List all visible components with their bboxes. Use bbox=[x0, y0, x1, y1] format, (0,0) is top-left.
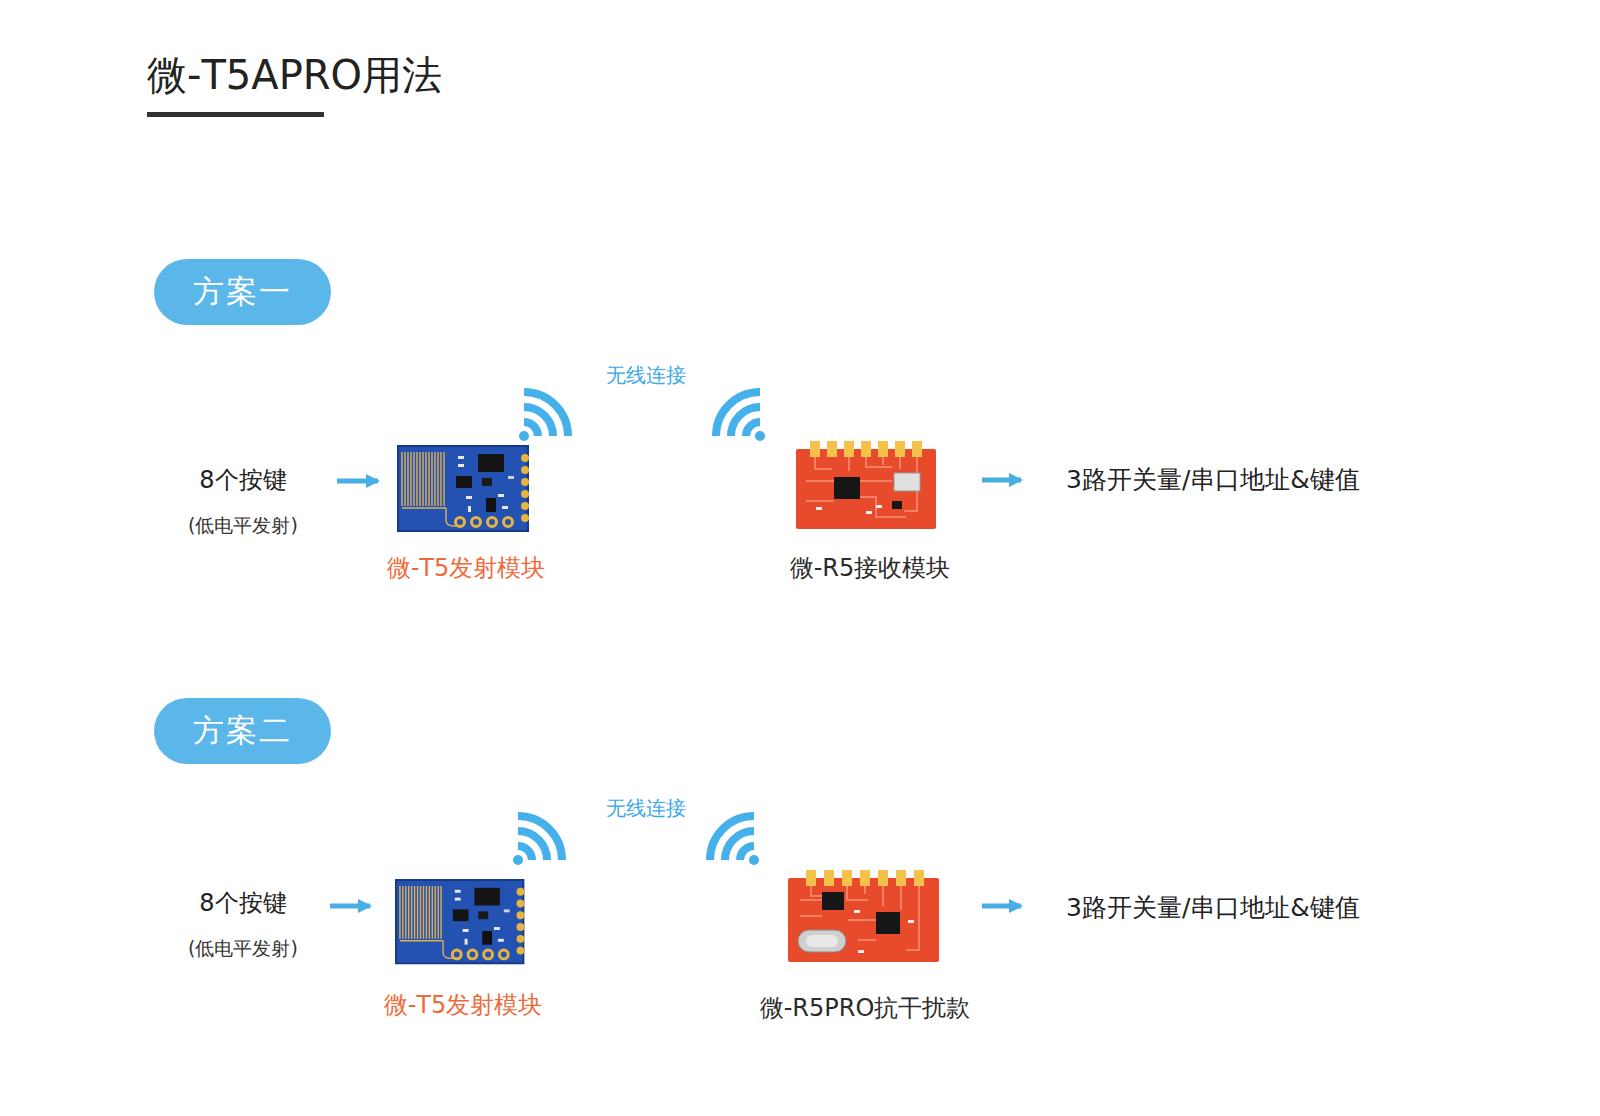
node-text: 方案二 bbox=[193, 710, 292, 752]
flow-arrow bbox=[330, 904, 370, 909]
node-note: (低电平发射) bbox=[180, 936, 306, 960]
wifi-icon bbox=[710, 816, 759, 865]
node-text: 3路开关量/串口地址&键值 bbox=[1066, 893, 1406, 923]
receiver-module: 微-R5接收模块 bbox=[770, 441, 970, 586]
scheme-pill: 方案一 bbox=[154, 259, 331, 325]
link-label: 无线连接 bbox=[606, 363, 686, 387]
node-text: 8个按键 bbox=[180, 465, 306, 495]
node-text: 8个按键 bbox=[180, 888, 306, 918]
node-text: 微-T5发射模块 bbox=[376, 553, 556, 583]
receiver-pcb bbox=[788, 870, 939, 962]
node-text: 微-T5发射模块 bbox=[373, 990, 553, 1020]
title-underline bbox=[147, 112, 324, 117]
transmitter-module: 微-T5发射模块 bbox=[373, 880, 553, 1020]
transmitter-pcb bbox=[396, 880, 524, 963]
receiver-module: 微-R5PRO抗干扰款 bbox=[755, 870, 975, 1020]
diagram-title: 微-T5APRO用法 bbox=[147, 50, 442, 100]
flow-arrow bbox=[337, 479, 378, 484]
wifi-icon bbox=[716, 392, 765, 441]
node-text: 方案一 bbox=[193, 271, 292, 313]
flow-arrow bbox=[982, 904, 1021, 909]
node-text: 3路开关量/串口地址&键值 bbox=[1066, 465, 1406, 495]
wifi-icon bbox=[513, 816, 562, 865]
flow-arrow bbox=[982, 478, 1021, 483]
node-text: 微-R5接收模块 bbox=[770, 553, 970, 583]
output-signal: 3路开关量/串口地址&键值 bbox=[1066, 465, 1406, 495]
transmitter-pcb bbox=[398, 446, 529, 531]
transmitter-module: 微-T5发射模块 bbox=[376, 446, 556, 586]
input-keys: 8个按键 (低电平发射) bbox=[180, 888, 306, 960]
receiver-pcb bbox=[796, 441, 936, 529]
node-note: (低电平发射) bbox=[180, 513, 306, 537]
output-signal: 3路开关量/串口地址&键值 bbox=[1066, 893, 1406, 923]
scheme-pill: 方案二 bbox=[154, 698, 331, 764]
input-keys: 8个按键 (低电平发射) bbox=[180, 465, 306, 537]
wifi-icon bbox=[519, 392, 568, 441]
node-text: 微-R5PRO抗干扰款 bbox=[755, 993, 975, 1023]
link-label: 无线连接 bbox=[606, 796, 686, 820]
